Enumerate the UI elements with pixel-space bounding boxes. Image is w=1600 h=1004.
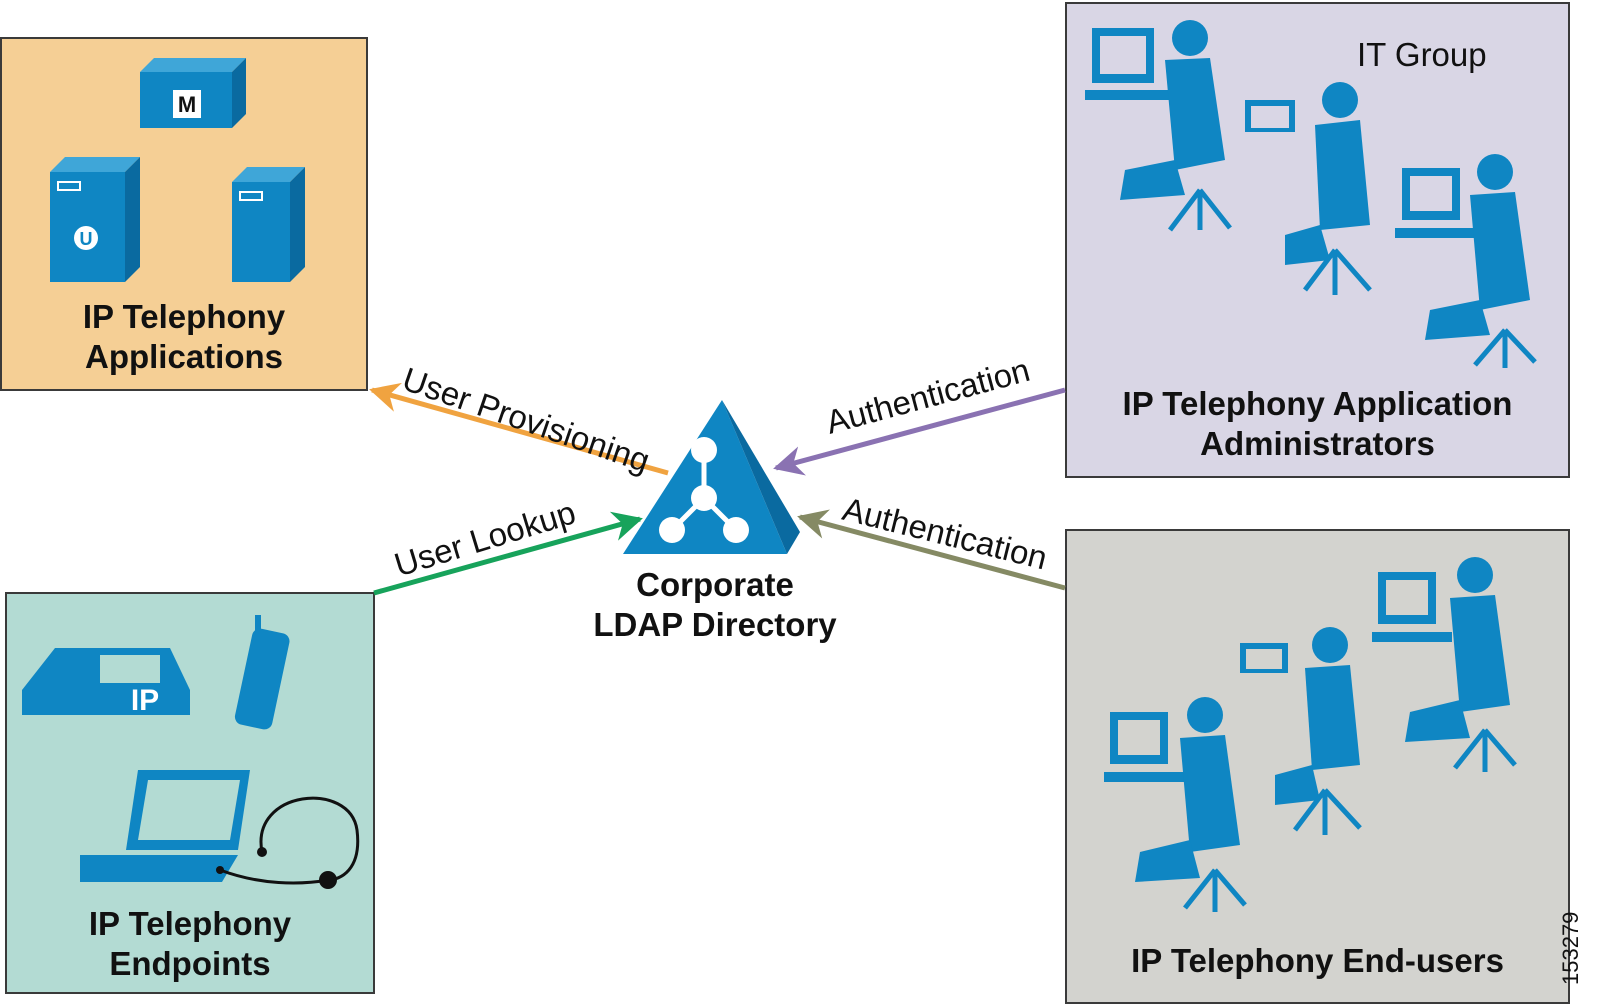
ldap-directory-label: Corporate LDAP Directory (593, 566, 837, 643)
workstation-user-icon (1085, 20, 1232, 232)
workstation-user-icon (1372, 557, 1517, 772)
edge-user-provisioning (369, 382, 669, 476)
svg-text:U: U (80, 229, 93, 249)
workstation-user-icon (1395, 154, 1537, 368)
edge-auth-admins (773, 387, 1066, 476)
workstation-user-icon (1104, 697, 1247, 912)
unity-server-icon: U (50, 157, 140, 282)
admins-label: IP Telephony Application Administrators (1122, 385, 1513, 462)
laptop-user-icon (1240, 627, 1362, 835)
laptop-user-icon (1245, 82, 1372, 295)
wireless-phone-icon (234, 615, 290, 730)
ldap-directory-icon (623, 400, 800, 554)
it-group-label: IT Group (1357, 36, 1487, 73)
edge-auth-end-users (797, 509, 1066, 591)
ip-phone-icon: IP (22, 648, 190, 717)
server-icon (232, 167, 305, 282)
applications-label: IP Telephony Applications (82, 298, 286, 375)
call-manager-icon: M (140, 58, 246, 128)
svg-text:M: M (178, 92, 196, 117)
edge-user-lookup (373, 511, 643, 596)
laptop-softphone-icon (80, 770, 250, 882)
endpoints-label: IP Telephony Endpoints (88, 905, 292, 982)
headset-icon (216, 796, 360, 889)
svg-text:IP: IP (131, 684, 159, 717)
end-users-label: IP Telephony End-users (1131, 942, 1504, 979)
figure-id: 153279 (1558, 911, 1583, 985)
